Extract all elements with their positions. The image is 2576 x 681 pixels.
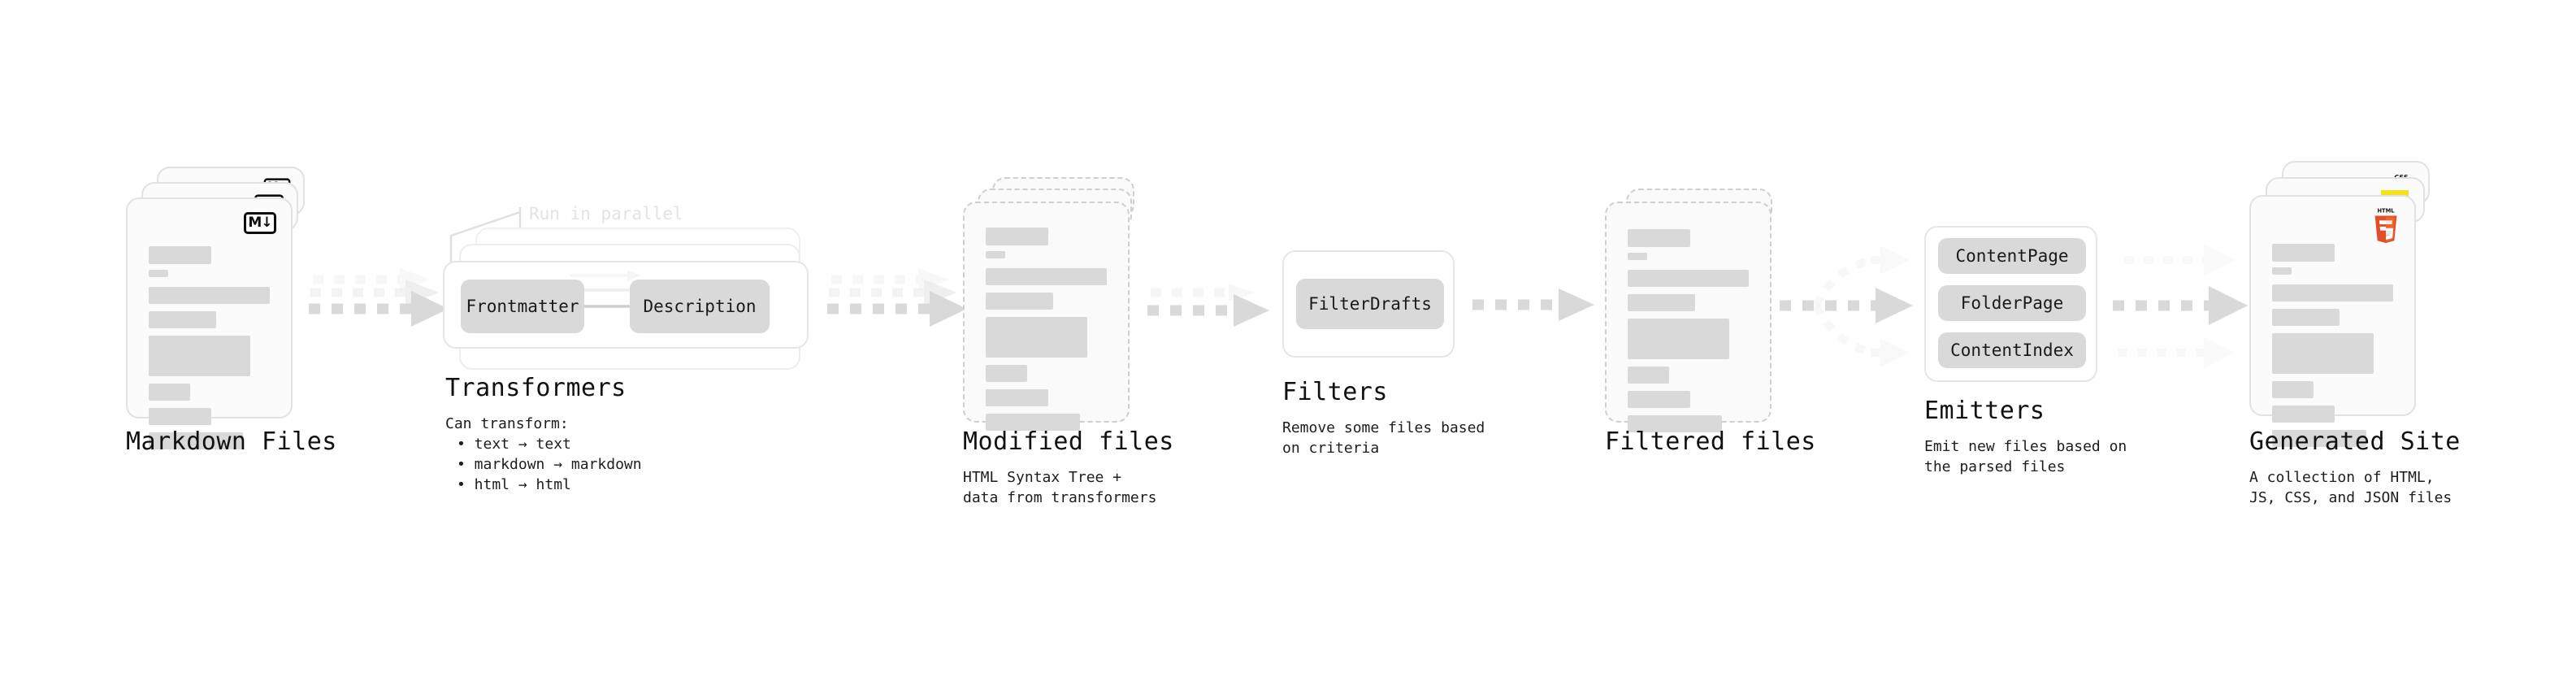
markdown-badge: M↓: [244, 212, 276, 234]
connector-filtered-to-emitters: [1780, 245, 1913, 367]
filter-item-filterdrafts[interactable]: FilterDrafts: [1296, 279, 1444, 329]
connector-filters-to-filtered: [1472, 288, 1594, 321]
markdown-file-card-front: M↓: [126, 197, 293, 449]
content-line: [986, 317, 1088, 358]
modified-files-caption: Modified files HTML Syntax Tree + data f…: [963, 427, 1231, 508]
emitters-caption: Emitters Emit new files based on the par…: [1924, 397, 2192, 477]
file-content-lines: [149, 246, 270, 457]
content-line: [2272, 381, 2314, 398]
content-line: [149, 311, 217, 328]
stage-subtitle: HTML Syntax Tree + data from transformer…: [963, 469, 1157, 506]
stage-subtitle: Can transform:: [445, 415, 569, 432]
modified-file-card-front: [963, 202, 1130, 431]
content-line: [1628, 294, 1696, 311]
content-line: [986, 251, 1005, 258]
connector-modified-to-filters: [1147, 284, 1269, 327]
content-line: [2272, 430, 2367, 447]
transformers-group: Run in parallel: [443, 199, 825, 370]
stage-title: Emitters: [1924, 397, 2045, 425]
content-line: [1628, 391, 1691, 408]
stage-title: Modified files: [963, 427, 1174, 456]
generated-site-stack: CSS HTML: [2249, 161, 2444, 447]
connector-transformers-to-modified: [827, 268, 967, 327]
content-line: [986, 268, 1107, 285]
html5-badge: HTML: [2374, 208, 2397, 243]
content-line: [986, 414, 1081, 431]
run-in-parallel-label: Run in parallel: [529, 204, 683, 223]
stage-subtitle: Emit new files based on the parsed files: [1924, 438, 2127, 475]
content-line: [2272, 309, 2340, 326]
stage-subtitle: A collection of HTML, JS, CSS, and JSON …: [2249, 469, 2452, 506]
filters-caption: Filters Remove some files based on crite…: [1282, 378, 1550, 458]
transformer-item-description[interactable]: Description: [630, 280, 770, 333]
content-line: [149, 384, 190, 401]
stage-title: Filtered files: [1605, 427, 1816, 456]
content-line: [149, 408, 212, 425]
filters-box: FilterDrafts: [1282, 250, 1455, 358]
filtered-file-card-front: [1605, 202, 1772, 432]
list-item: • html → html: [457, 476, 571, 493]
transformers-box: Frontmatter Description: [443, 261, 809, 349]
content-line: [2272, 406, 2335, 423]
content-line: [1628, 415, 1723, 432]
connector-md-to-transformers: [309, 268, 449, 327]
stage-title: Transformers: [445, 374, 627, 402]
content-line: [2272, 244, 2335, 262]
file-content-lines: [986, 228, 1107, 438]
content-line: [1628, 319, 1730, 359]
content-line: [149, 246, 212, 264]
filtered-files-stack: [1605, 189, 1792, 432]
emitter-item-contentpage[interactable]: ContentPage: [1938, 238, 2086, 274]
content-line: [149, 287, 270, 304]
connector-emitters-to-site: [2113, 244, 2248, 369]
content-line: [149, 432, 244, 449]
emitter-item-folderpage[interactable]: FolderPage: [1938, 285, 2086, 321]
stage-title: Markdown Files: [126, 427, 337, 456]
content-line: [986, 228, 1049, 245]
transform-capability-list: • text → text • markdown → markdown • ht…: [445, 434, 738, 495]
content-line: [1628, 270, 1749, 287]
file-content-lines: [2272, 244, 2393, 454]
emitter-item-contentindex[interactable]: ContentIndex: [1938, 332, 2086, 368]
svg-text:HTML: HTML: [2377, 208, 2395, 215]
content-line: [149, 336, 251, 376]
markdown-files-stack: M↓ M↓ M↓: [126, 167, 313, 449]
stage-title: Generated Site: [2249, 427, 2461, 456]
content-line: [2272, 333, 2374, 374]
content-line: [986, 365, 1027, 382]
stage-title: Filters: [1282, 378, 1388, 406]
content-line: [986, 389, 1049, 406]
content-line: [2272, 284, 2393, 301]
content-line: [2272, 267, 2292, 275]
content-line: [1628, 229, 1691, 247]
site-file-card-html: HTML: [2249, 195, 2416, 447]
emitters-box: ContentPage FolderPage ContentIndex: [1924, 226, 2097, 382]
transformers-caption: Transformers Can transform: • text → tex…: [445, 374, 738, 495]
markdown-files-caption: Markdown Files: [126, 427, 370, 456]
content-line: [1628, 367, 1669, 384]
generated-site-caption: Generated Site A collection of HTML, JS,…: [2249, 427, 2526, 508]
content-line: [986, 293, 1054, 310]
transformer-item-frontmatter[interactable]: Frontmatter: [461, 280, 584, 333]
list-item: • markdown → markdown: [457, 456, 642, 473]
stage-subtitle: Remove some files based on criteria: [1282, 419, 1485, 457]
content-line: [1628, 253, 1647, 260]
modified-files-stack: [963, 177, 1150, 431]
filtered-files-caption: Filtered files: [1605, 427, 1849, 456]
file-content-lines: [1628, 229, 1749, 440]
list-item: • text → text: [457, 436, 571, 453]
content-line: [149, 270, 168, 277]
